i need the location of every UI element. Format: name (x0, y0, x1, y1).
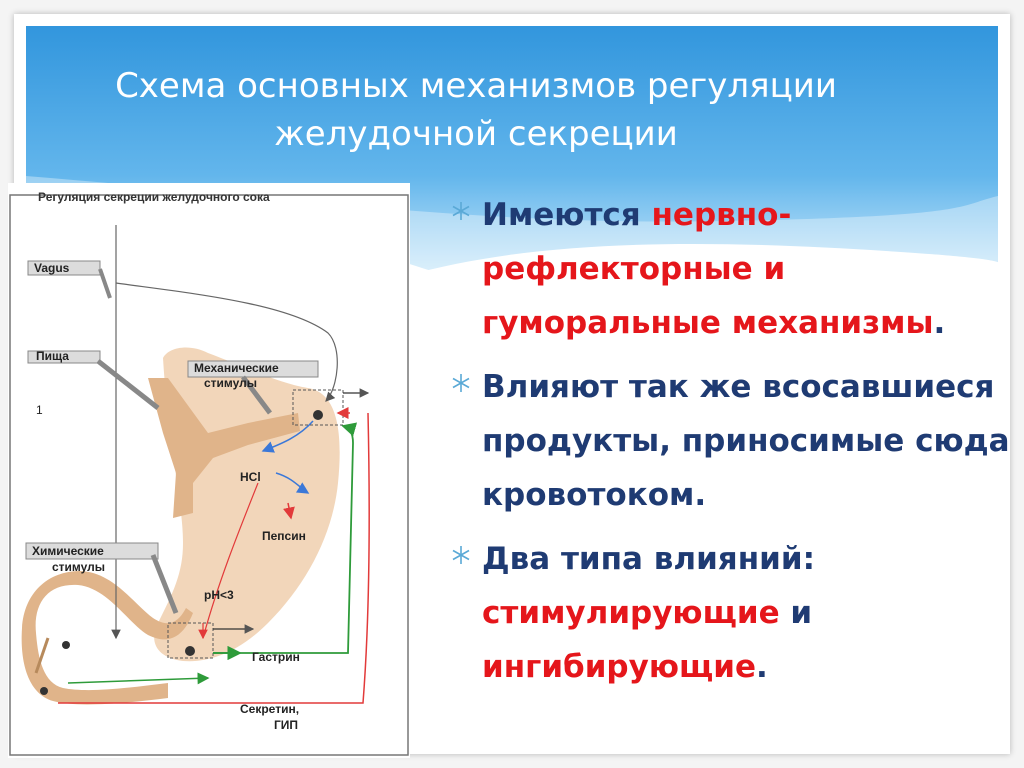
label-food: Пища (36, 349, 69, 363)
snowflake-bullet-icon (452, 202, 470, 220)
regulation-diagram: Регуляция секреции желудочного сока Vagu… (8, 183, 410, 758)
bullet-item: Влияют так же всосавшиеся продукты, прин… (450, 360, 1010, 522)
bullet-list: Имеются нервно-рефлекторные и гуморальны… (450, 188, 1010, 704)
title-line-1: Схема основных механизмов регуляции (115, 66, 837, 106)
label-chem-2: стимулы (52, 560, 105, 574)
bullet-item: Два типа влияний: стимулирующие и ингиби… (450, 532, 1010, 694)
emphasis-text: стимулирующие (482, 595, 780, 631)
label-chem-1: Химические (32, 544, 104, 558)
label-gastrin: Гастрин (252, 650, 300, 664)
snowflake-bullet-icon (452, 374, 470, 392)
bullet-text: Имеются нервно-рефлекторные и гуморальны… (482, 197, 945, 341)
label-secretin-2: ГИП (274, 718, 298, 732)
snowflake-bullet-icon (452, 546, 470, 564)
label-secretin-1: Секретин, (240, 702, 299, 716)
label-pepsin: Пепсин (262, 529, 306, 543)
label-hcl: HCl (240, 470, 261, 484)
label-mech-2: стимулы (204, 376, 257, 390)
label-mech-1: Механические (194, 361, 279, 375)
emphasis-text: ингибирующие (482, 649, 756, 685)
title-line-2: желудочной секреции (274, 114, 678, 154)
label-vagus: Vagus (34, 261, 70, 275)
label-one: 1 (36, 403, 43, 417)
diagram-border (9, 194, 409, 756)
bullet-segment: Два типа влияний: (482, 541, 815, 577)
bullet-segment: и (779, 595, 813, 631)
bullet-segment: . (933, 305, 946, 341)
bullet-segment: . (755, 649, 768, 685)
bullet-segment: Имеются (482, 197, 652, 233)
diagram-heading: Регуляция секреции желудочного сока (38, 190, 270, 204)
label-ph: pH<3 (204, 588, 234, 602)
bullet-item: Имеются нервно-рефлекторные и гуморальны… (450, 188, 1010, 350)
esophagus-shape (148, 378, 300, 518)
bullet-segment: Влияют так же всосавшиеся продукты, прин… (482, 369, 1010, 513)
emphasis-text: нервно-рефлекторные и гуморальные механи… (482, 197, 934, 341)
bullet-text: Влияют так же всосавшиеся продукты, прин… (482, 369, 1010, 513)
intestine-shape (21, 571, 194, 705)
bullet-text: Два типа влияний: стимулирующие и ингиби… (482, 541, 815, 685)
slide-title: Схема основных механизмов регуляции желу… (26, 62, 926, 158)
